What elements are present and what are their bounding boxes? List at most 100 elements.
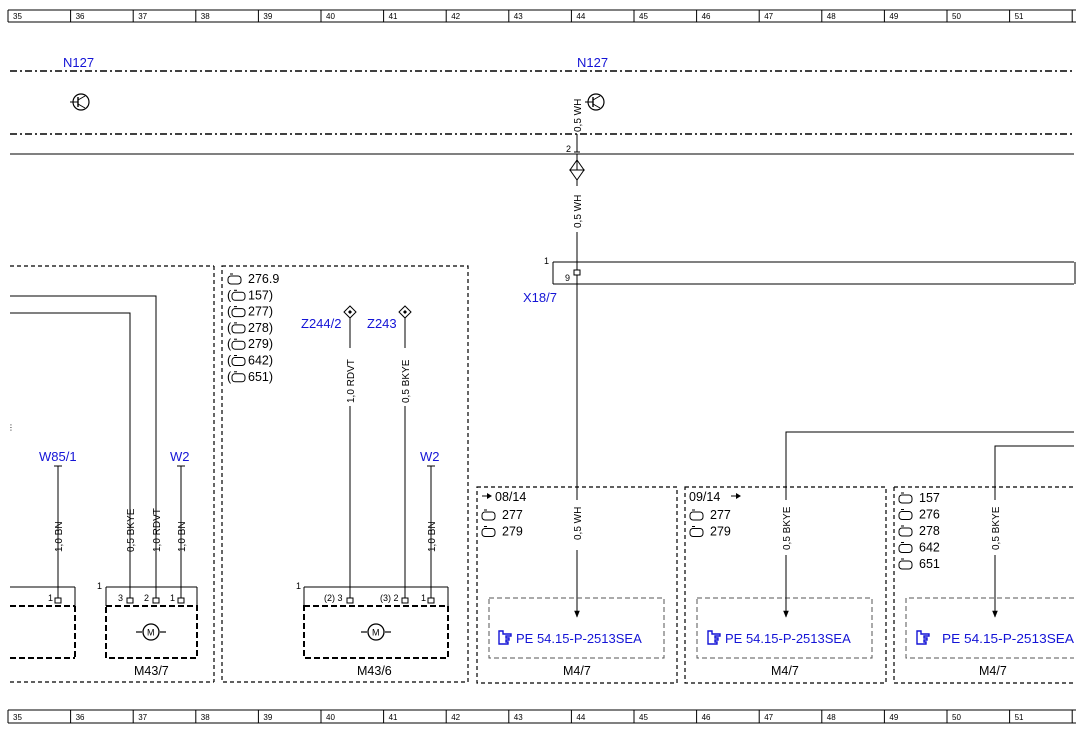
m43-7-motor	[105, 586, 198, 659]
m47b-date: 09/14	[689, 490, 720, 504]
top-ruler-cell-42: 42	[451, 12, 460, 21]
camera-ref-icon	[231, 322, 246, 334]
motor-icon: M	[361, 623, 391, 641]
m436-ref-3: 278)	[248, 321, 273, 335]
pin-m436-2: (3) 2	[380, 593, 399, 603]
top-ruler-cell-50: 50	[952, 12, 961, 21]
bottom-ruler-cell-47: 47	[764, 713, 773, 722]
left-partial-component	[10, 586, 76, 659]
m43-6-label: M43/6	[357, 664, 392, 678]
top-ruler-cell-44: 44	[576, 12, 585, 21]
left-group-outline	[10, 265, 215, 683]
camera-ref-icon	[481, 509, 496, 521]
m47b-ref-1: 279	[710, 525, 731, 539]
camera-ref-icon	[898, 525, 913, 537]
top-ruler-cell-49: 49	[889, 12, 898, 21]
top-ruler-cell-51: 51	[1015, 12, 1024, 21]
bottom-ruler-cell-38: 38	[201, 713, 210, 722]
n127-label-left: N127	[63, 55, 94, 70]
wire-label-rdvt-m437: 1,0 RDVT	[152, 508, 163, 552]
wire-label-bn-w2a: 1,0 BN	[177, 521, 188, 552]
m47b-ref-0: 277	[710, 508, 731, 522]
n127-label-right: N127	[577, 55, 608, 70]
m4-7-a-label: M4/7	[563, 664, 591, 678]
top-ruler-cell-36: 36	[76, 12, 85, 21]
camera-ref-icon	[898, 509, 913, 520]
wire-label-bn-w85: 1,0 BN	[54, 521, 65, 552]
m4-7-c-outline	[893, 486, 1074, 684]
pin-x18: 9	[565, 273, 570, 283]
pin-m437-conn: 1	[97, 581, 102, 591]
svg-text:⋮: ⋮	[7, 423, 15, 432]
wire-label-wh-m47a: 0,5 WH	[573, 507, 584, 540]
svg-text:M: M	[147, 628, 155, 638]
m47a-ref-1: 279	[502, 525, 523, 539]
camera-ref-icon	[231, 306, 246, 318]
bottom-ruler-cell-51: 51	[1015, 713, 1024, 722]
top-ruler-cell-45: 45	[639, 12, 648, 21]
m47c-ref-4: 651	[919, 557, 940, 571]
wire-label-bkye-m47c: 0,5 BKYE	[991, 506, 1002, 550]
wire-label-wm: 0,5 WH	[573, 99, 584, 132]
pe-ref-a[interactable]: PE 54.15-P-2513SEA	[516, 631, 642, 646]
m4-7-a-outline	[476, 486, 678, 684]
pe-ref-b[interactable]: PE 54.15-P-2513SEA	[725, 631, 851, 646]
m436-paren-5: (	[227, 354, 232, 368]
pin-left-box: 1	[48, 593, 53, 603]
pin-m437-3: 3	[118, 593, 123, 603]
pin-m436-1: 1	[421, 593, 426, 603]
m4-7-c-label: M4/7	[979, 664, 1007, 678]
camera-ref-icon	[689, 509, 704, 521]
bottom-ruler-cell-36: 36	[76, 713, 85, 722]
m47c-ref-1: 276	[919, 508, 940, 522]
transistor-icon	[585, 93, 605, 111]
m43-6-motor	[303, 586, 449, 659]
camera-ref-icon	[898, 492, 913, 504]
transistor-icon	[70, 93, 90, 111]
bottom-ruler-cell-39: 39	[263, 713, 272, 722]
n127-module-outline	[10, 70, 1074, 155]
m47c-ref-3: 642	[919, 541, 940, 555]
bottom-ruler-cell-40: 40	[326, 713, 335, 722]
camera-ref-icon	[689, 526, 704, 537]
bottom-ruler-cell-37: 37	[138, 713, 147, 722]
m436-paren-1: (	[227, 288, 232, 302]
m43-6-group-outline	[221, 265, 469, 683]
m47c-ref-0: 157	[919, 491, 940, 505]
bottom-ruler-cell-46: 46	[702, 713, 711, 722]
m436-paren-4: (	[227, 337, 232, 351]
wire-label-wh-mid: 0,5 WH	[573, 195, 584, 228]
pin-m436-conn: 1	[296, 581, 301, 591]
m43-7-label: M43/7	[134, 664, 169, 678]
bottom-ruler-cell-42: 42	[451, 713, 460, 722]
svg-text:M: M	[372, 628, 380, 638]
m436-paren-6: (	[227, 370, 232, 384]
x18-7-connector	[552, 261, 1074, 285]
pin-m436-3: (2) 3	[324, 593, 343, 603]
m436-ref-0: 276.9	[248, 272, 279, 286]
pin-m437-1: 1	[170, 593, 175, 603]
m436-ref-5: 642)	[248, 354, 273, 368]
bottom-ruler-cell-45: 45	[639, 713, 648, 722]
camera-ref-icon	[481, 526, 496, 537]
wire-label-bkye-m47b: 0,5 BKYE	[782, 506, 793, 550]
top-ruler-cell-39: 39	[263, 12, 272, 21]
wire-label-rdvt-z244: 1,0 RDVT	[346, 359, 357, 403]
pe-ref-c[interactable]: PE 54.15-P-2513SEA	[942, 631, 1074, 646]
m436-ref-1: 157)	[248, 288, 273, 302]
bottom-ruler-cell-44: 44	[576, 713, 585, 722]
connector-plug-icon	[569, 154, 585, 186]
m47a-ref-0: 277	[502, 508, 523, 522]
bottom-ruler-cell-41: 41	[389, 713, 398, 722]
top-ruler-cell-41: 41	[389, 12, 398, 21]
hand-pointer-icon	[707, 630, 721, 645]
motor-icon: M	[136, 623, 166, 641]
z243-label: Z243	[367, 316, 397, 331]
camera-ref-icon	[231, 355, 246, 366]
w2-label-a: W2	[170, 449, 190, 464]
bottom-ruler-cell-43: 43	[514, 713, 523, 722]
m43-6-ref-list: 276.9(157)(277)(278)(279)(642)(651)	[227, 272, 279, 384]
